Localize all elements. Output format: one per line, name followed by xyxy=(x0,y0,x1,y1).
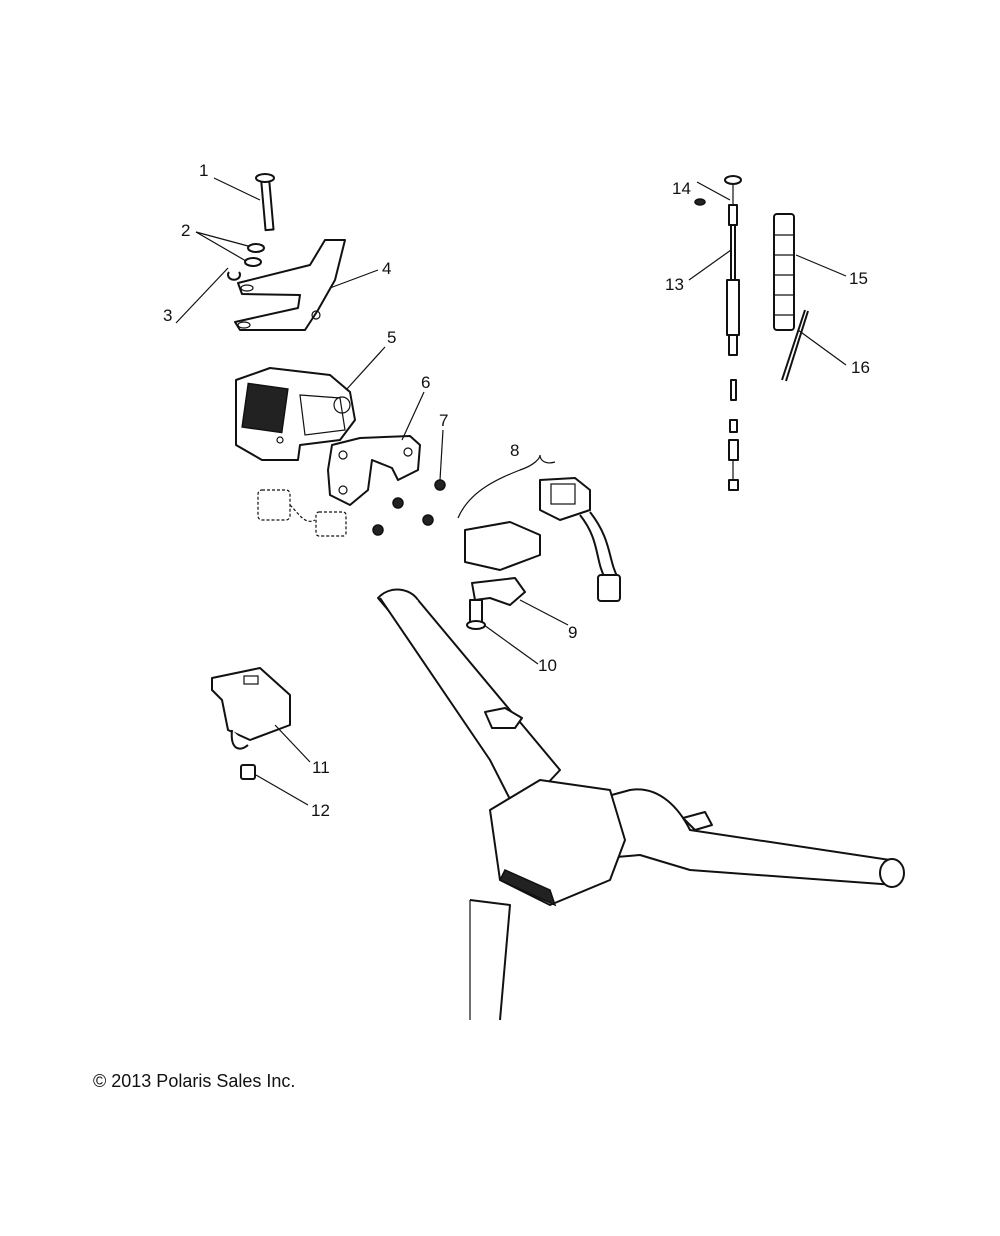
callout-1: 1 xyxy=(199,161,208,180)
callout-8: 8 xyxy=(510,441,519,460)
part-15-tape-roll xyxy=(773,213,795,331)
callout-16: 16 xyxy=(851,358,870,377)
callout-6: 6 xyxy=(421,373,430,392)
callout-13: 13 xyxy=(665,275,684,294)
part-1-pin xyxy=(255,173,275,232)
part-14-clip xyxy=(694,198,706,206)
part-7-screws xyxy=(372,479,446,536)
callout-5: 5 xyxy=(387,328,396,347)
part-13-cable xyxy=(724,175,742,491)
callout-2: 2 xyxy=(181,221,190,240)
callout-4: 4 xyxy=(382,259,391,278)
callout-11: 11 xyxy=(312,758,330,777)
leader-lines xyxy=(175,177,847,806)
part-10-bolt xyxy=(466,599,486,630)
dashed-connector xyxy=(257,489,347,537)
callout-10: 10 xyxy=(538,656,557,675)
callout-7: 7 xyxy=(439,411,448,430)
callout-labels: 1 2 3 4 5 6 7 8 9 10 11 12 13 14 15 16 xyxy=(163,161,870,820)
part-3-clip xyxy=(227,271,241,281)
callout-15: 15 xyxy=(849,269,868,288)
handlebar-assembly xyxy=(377,588,905,1021)
part-2-washers xyxy=(244,243,265,267)
callout-12: 12 xyxy=(311,801,330,820)
part-8-throttle-assembly xyxy=(464,477,621,602)
part-8-bracket xyxy=(457,454,556,519)
callout-3: 3 xyxy=(163,306,172,325)
part-6-clamp-cover xyxy=(327,435,421,506)
part-11-bracket xyxy=(211,667,291,750)
callout-9: 9 xyxy=(568,623,577,642)
callout-14: 14 xyxy=(672,179,691,198)
part-16-cable-tie xyxy=(781,309,809,382)
part-4-bracket xyxy=(234,239,346,331)
copyright-notice: © 2013 Polaris Sales Inc. xyxy=(93,1071,296,1091)
part-5-switch-housing xyxy=(235,367,356,461)
part-12-set-screw xyxy=(240,764,256,780)
